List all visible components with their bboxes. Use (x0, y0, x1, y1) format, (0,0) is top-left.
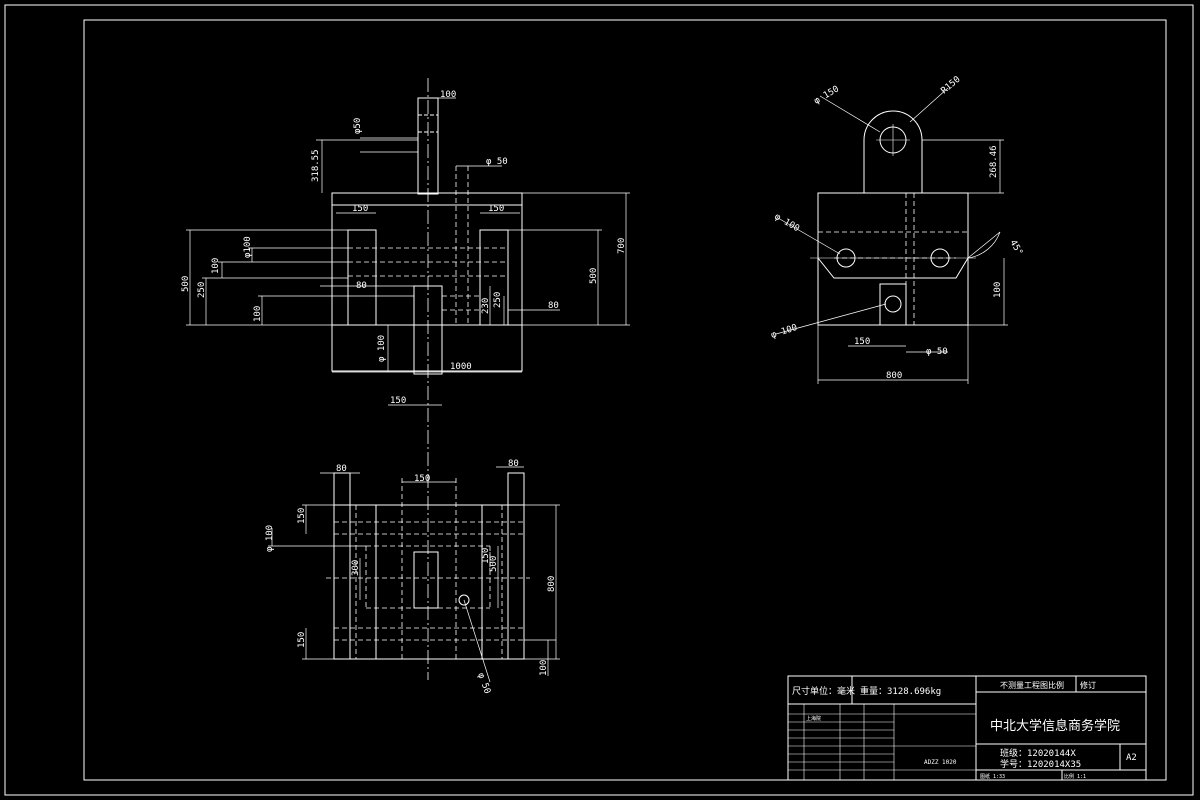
front-dim-phi100-bottom: φ 100 (377, 335, 387, 362)
side-dim-phi100-lower: φ 100 (770, 323, 799, 341)
front-dim-250-left: 250 (197, 282, 207, 298)
top-dim-150-inner: 150 (481, 548, 491, 564)
front-dim-100-mid: 100 (211, 258, 221, 274)
title-block: 尺寸单位：毫米 重量：3128.696kg 不测量工程图比例 修订 中北大学信息… (787, 675, 1147, 781)
top-dim-500: 500 (489, 556, 499, 572)
front-dim-500-right: 500 (589, 268, 599, 284)
side-dim-r150: R150 (940, 75, 963, 97)
top-dim-800: 800 (547, 576, 557, 592)
sheet-outer-border (4, 4, 1194, 796)
drawing-number: ADZZ 1020 (924, 759, 957, 766)
side-view: φ 150 R150 268.46 φ 100 45° 100 φ 100 15… (770, 75, 1024, 384)
sheet-size: A2 (1126, 753, 1137, 763)
front-dim-top-100: 100 (440, 90, 456, 100)
top-dim-80-right: 80 (508, 459, 519, 469)
weight-label: 重量：3128.696kg (860, 685, 941, 697)
student-label: 学号：1202014X35 (1000, 758, 1081, 770)
front-dim-80-left: 80 (356, 281, 367, 291)
sheet-inner-border (83, 19, 1167, 781)
bottom-left-note: 图纸 1:33 (980, 773, 1005, 780)
front-dim-100-low: 100 (253, 306, 263, 322)
top-dim-80-left: 80 (336, 464, 347, 474)
school-name: 中北大学信息商务学院 (990, 718, 1120, 734)
bottom-right-note: 比例 1:1 (1064, 773, 1086, 780)
scale-note: 不测量工程图比例 (1000, 680, 1064, 690)
front-dim-700: 700 (617, 238, 627, 254)
side-dim-800: 800 (886, 371, 902, 381)
front-dim-1000: 1000 (450, 362, 472, 372)
approval-unit: 上海院 (806, 715, 821, 722)
side-dim-phi50: φ 50 (926, 347, 948, 357)
side-dim-150: 150 (854, 337, 870, 347)
side-dim-phi150: φ 150 (813, 84, 841, 106)
front-dim-phi50-hole: φ 50 (486, 157, 508, 167)
front-dim-phi50-rod: φ50 (353, 118, 363, 134)
side-dim-45deg: 45° (1007, 239, 1024, 258)
top-dim-150-low: 150 (297, 632, 307, 648)
side-dim-100: 100 (993, 282, 1003, 298)
revision-label: 修订 (1080, 680, 1096, 690)
top-view: 80 150 80 150 φ 100 300 150 500 800 150 … (265, 459, 560, 695)
side-dim-phi100-upper: φ 100 (773, 212, 801, 234)
top-dim-100-low: 100 (539, 660, 549, 676)
side-dim-268-46: 268.46 (989, 145, 999, 178)
top-dim-300: 300 (351, 560, 361, 576)
front-dim-150-left: 150 (352, 204, 368, 214)
front-dim-500-left: 500 (181, 276, 191, 292)
class-label: 班级：12020144X (1000, 747, 1076, 759)
front-dim-318-55: 318.55 (311, 149, 321, 182)
front-view: 100 φ50 318.55 φ 50 150 150 700 φ100 100… (181, 78, 630, 680)
top-dim-phi50: φ 50 (475, 672, 492, 696)
front-dim-150-right: 150 (488, 204, 504, 214)
front-dim-230: 230 (481, 298, 491, 314)
front-dim-80-right: 80 (548, 301, 559, 311)
front-dim-150-bottom: 150 (390, 396, 406, 406)
unit-label: 尺寸单位：毫米 (792, 685, 855, 697)
top-dim-phi100: φ 100 (265, 525, 275, 552)
front-dim-250-right: 250 (493, 292, 503, 308)
top-dim-150-top: 150 (414, 474, 430, 484)
top-dim-150-left: 150 (297, 508, 307, 524)
front-dim-phi100: φ100 (243, 236, 253, 258)
